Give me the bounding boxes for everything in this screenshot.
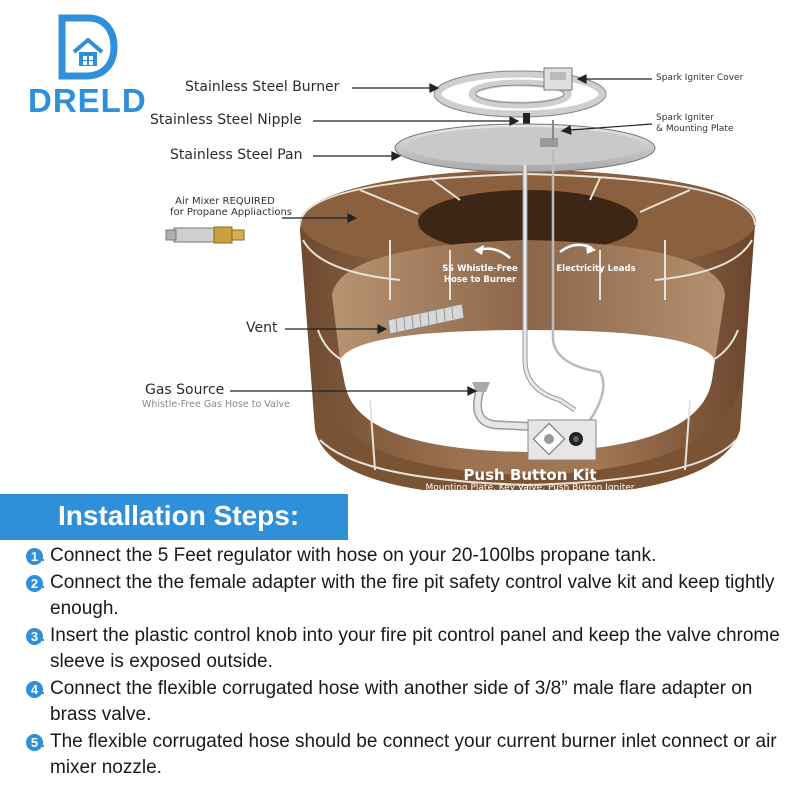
label-ss-hose: SS Whistle-Free Hose to Burner — [442, 264, 518, 285]
step-number: 2 — [26, 574, 45, 592]
label-electricity: Electricity Leads — [556, 264, 636, 274]
label-gas-source: Gas Source — [145, 382, 225, 398]
list-item: 2 Connect the the female adapter with th… — [26, 570, 796, 623]
label-kit-sub: Mounting Plate, Key Valve, Push Button I… — [425, 483, 635, 493]
list-item: 4 Connect the flexible corrugated hose w… — [26, 676, 796, 729]
label-igniter-cover: Spark Igniter Cover — [656, 73, 744, 83]
step-text: Insert the plastic control knob into you… — [50, 624, 780, 673]
label-nipple: Stainless Steel Nipple — [150, 112, 302, 128]
list-item: 1 Connect the 5 Feet regulator with hose… — [26, 543, 796, 570]
brand-name: DRELD — [28, 82, 147, 119]
label-gas-source-sub: Whistle-Free Gas Hose to Valve — [142, 399, 290, 410]
stainless-steel-burner — [434, 70, 606, 118]
push-button-kit — [527, 419, 597, 461]
step-number: 3 — [26, 627, 45, 645]
step-number: 1 — [26, 548, 45, 565]
house-d-logo-icon — [58, 14, 118, 80]
step-text: Connect the 5 Feet regulator with hose o… — [50, 545, 657, 566]
fire-pit-body — [299, 170, 756, 490]
step-text: The flexible corrugated hose should be c… — [50, 730, 777, 779]
step-text: Connect the flexible corrugated hose wit… — [50, 677, 753, 726]
label-kit-title: Push Button Kit — [463, 466, 597, 484]
steps-list: 1 Connect the 5 Feet regulator with hose… — [26, 543, 796, 782]
stainless-steel-pan — [394, 123, 656, 173]
list-item: 3 Insert the plastic control knob into y… — [26, 623, 796, 676]
stainless-steel-nipple — [523, 113, 530, 131]
label-air-mixer: Air Mixer REQUIRED for Propane Appliacti… — [170, 196, 293, 218]
air-mixer — [165, 226, 245, 244]
section-banner: Installation Steps: — [0, 494, 348, 540]
section-title: Installation Steps: — [58, 500, 300, 531]
step-number: 5 — [26, 733, 45, 751]
vent — [387, 303, 465, 335]
spark-igniter-cover — [543, 67, 573, 91]
fire-pit-diagram — [165, 67, 756, 490]
step-number: 4 — [26, 680, 45, 698]
list-item: 5 The flexible corrugated hose should be… — [26, 729, 796, 782]
label-pan: Stainless Steel Pan — [170, 147, 303, 163]
label-burner: Stainless Steel Burner — [185, 79, 340, 95]
label-vent: Vent — [246, 320, 278, 336]
label-igniter-plate: Spark Igniter & Mounting Plate — [656, 113, 734, 134]
step-text: Connect the the female adapter with the … — [50, 571, 775, 620]
